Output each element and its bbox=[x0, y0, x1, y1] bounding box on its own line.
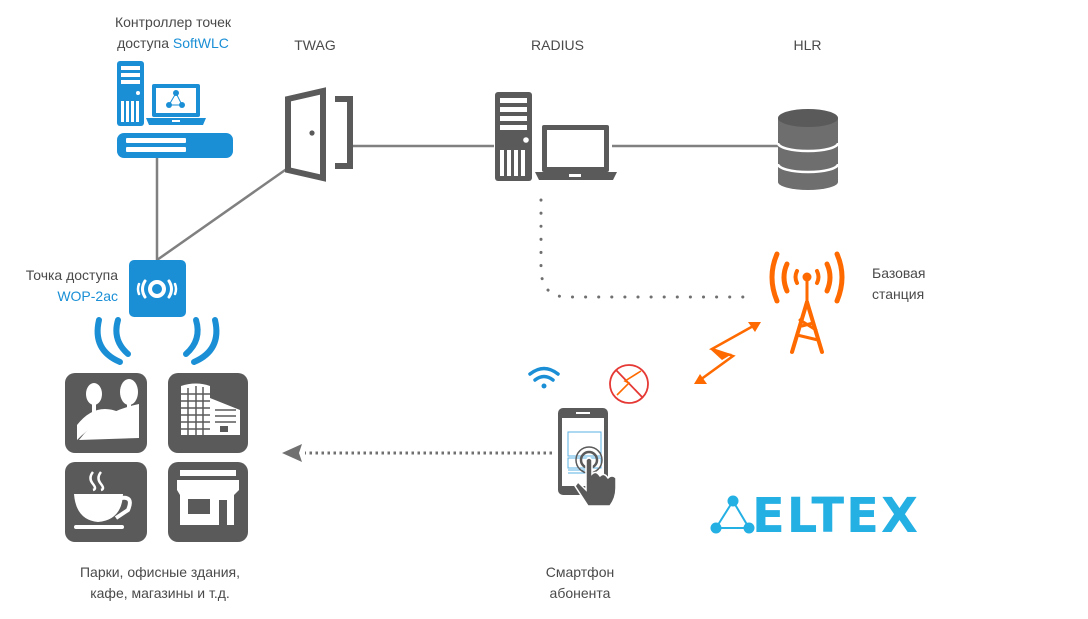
controller-label: Контроллер точек доступа SoftWLC bbox=[103, 12, 243, 54]
radius-label: RADIUS bbox=[531, 37, 584, 53]
access-point-label-line1: Точка доступа bbox=[25, 267, 118, 283]
smartphone-label-line2: абонента bbox=[549, 585, 611, 601]
controller-product-name: SoftWLC bbox=[172, 35, 229, 51]
eltex-logo-icon bbox=[710, 495, 755, 534]
access-point-model: WOP-2ac bbox=[57, 288, 118, 304]
radius-server-icon bbox=[495, 92, 617, 181]
link-ap-twag bbox=[156, 166, 289, 262]
smartphone-label-line1: Смартфон bbox=[545, 564, 615, 580]
wifi-icon bbox=[528, 366, 560, 389]
base-station-label-line1: Базовая bbox=[872, 265, 926, 281]
link-radius-basestation-dotted bbox=[539, 198, 750, 299]
access-point-label: Точка доступа WOP-2ac bbox=[8, 265, 118, 307]
venues-label-line1: Парки, офисные здания, bbox=[79, 564, 241, 580]
no-cellular-icon bbox=[609, 364, 649, 404]
twag-door-icon bbox=[285, 87, 353, 182]
smartphone-label: Смартфон абонента bbox=[530, 562, 630, 604]
hlr-database-icon bbox=[776, 109, 840, 190]
eltex-logo-text: ELTEX bbox=[752, 488, 920, 544]
office-building-icon bbox=[168, 373, 248, 453]
twag-label: TWAG bbox=[294, 37, 336, 53]
radio-link-lightning-icon bbox=[694, 322, 761, 384]
venues-label-line2: кафе, магазины и т.д. bbox=[90, 585, 230, 601]
ap-wifi-waves-icon bbox=[94, 317, 220, 365]
park-icon bbox=[65, 373, 147, 453]
coffee-cup-icon bbox=[65, 462, 147, 542]
controller-label-prefix: доступа bbox=[117, 35, 173, 51]
venues-label: Парки, офисные здания, кафе, магазины и … bbox=[50, 562, 270, 604]
controller-label-line2: доступа SoftWLC bbox=[103, 33, 243, 54]
base-station-tower-icon bbox=[769, 251, 845, 354]
access-point-icon bbox=[129, 260, 186, 317]
controller-icon bbox=[117, 61, 233, 158]
smartphone-icon bbox=[558, 408, 617, 507]
hlr-label: HLR bbox=[793, 37, 822, 53]
controller-label-line1: Контроллер точек bbox=[114, 14, 232, 30]
shop-icon bbox=[168, 462, 248, 542]
arrow-head-left-icon bbox=[282, 444, 302, 462]
base-station-label: Базовая станция bbox=[872, 263, 926, 305]
base-station-label-line2: станция bbox=[872, 286, 925, 302]
